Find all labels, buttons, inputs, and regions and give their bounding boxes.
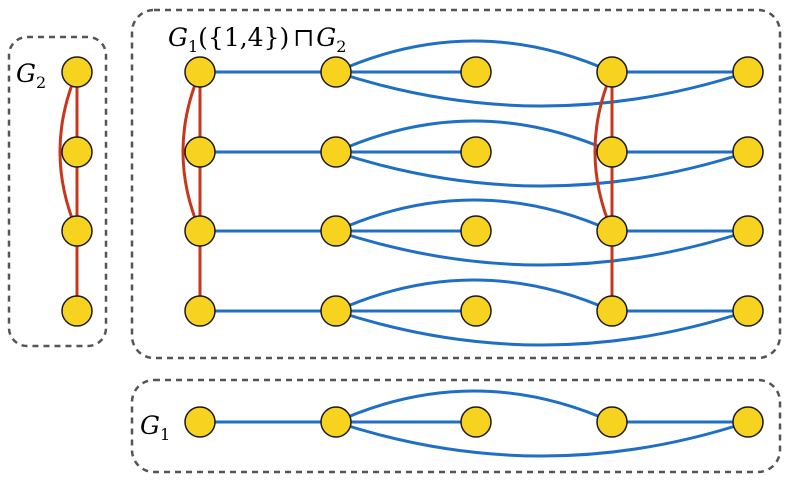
product-node-5-1: [732, 56, 764, 88]
product-node-5-4: [732, 295, 764, 327]
product-node-3-3: [460, 215, 492, 247]
product-node-1-4: [184, 295, 216, 327]
edges-layer: [58, 39, 749, 458]
g2-box: [7, 35, 108, 348]
g1-node-1: [184, 406, 216, 438]
product-node-3-2: [460, 136, 492, 168]
product-row4-edge-2-4: [335, 278, 613, 313]
product-row4-edge-2-5: [335, 309, 749, 347]
g2-edge-1-3: [58, 71, 79, 232]
product-node-4-3: [596, 215, 628, 247]
product-row1-edge-2-5: [335, 70, 749, 108]
product-node-4-4: [596, 295, 628, 327]
product-row1-edge-2-4: [335, 39, 613, 74]
product-node-2-1: [320, 56, 352, 88]
g1-label: G1: [140, 411, 170, 444]
product-box: [130, 8, 782, 360]
g1-node-2: [320, 406, 352, 438]
g2-node-3: [61, 215, 93, 247]
product-node-2-4: [320, 295, 352, 327]
g2-label: G2: [16, 59, 46, 92]
g2-node-2: [61, 136, 93, 168]
product-node-4-1: [596, 56, 628, 88]
product-row2-edge-2-5: [335, 150, 749, 188]
g1-edge-2-5: [335, 420, 749, 458]
g1-box: [130, 378, 782, 474]
g2-node-1: [61, 56, 93, 88]
g2-node-4: [61, 295, 93, 327]
product-node-2-3: [320, 215, 352, 247]
product-node-5-2: [732, 136, 764, 168]
product-node-3-4: [460, 295, 492, 327]
nodes-layer: [61, 56, 764, 438]
product-node-3-1: [460, 56, 492, 88]
product-node-4-2: [596, 136, 628, 168]
g1-node-5: [732, 406, 764, 438]
product-node-1-3: [184, 215, 216, 247]
g1-node-3: [460, 406, 492, 438]
product-node-2-2: [320, 136, 352, 168]
product-node-5-3: [732, 215, 764, 247]
product-node-1-2: [184, 136, 216, 168]
product-row3-edge-2-4: [335, 198, 613, 233]
g1-node-4: [596, 406, 628, 438]
product-row3-edge-2-5: [335, 229, 749, 267]
product-node-1-1: [184, 56, 216, 88]
product-col4-edge-1-3: [593, 71, 614, 232]
product-col1-edge-1-3: [181, 71, 202, 232]
g1-edge-2-4: [335, 389, 613, 424]
product-row2-edge-2-4: [335, 119, 613, 154]
product-label: G1({1,4})⊓G2: [168, 23, 346, 56]
